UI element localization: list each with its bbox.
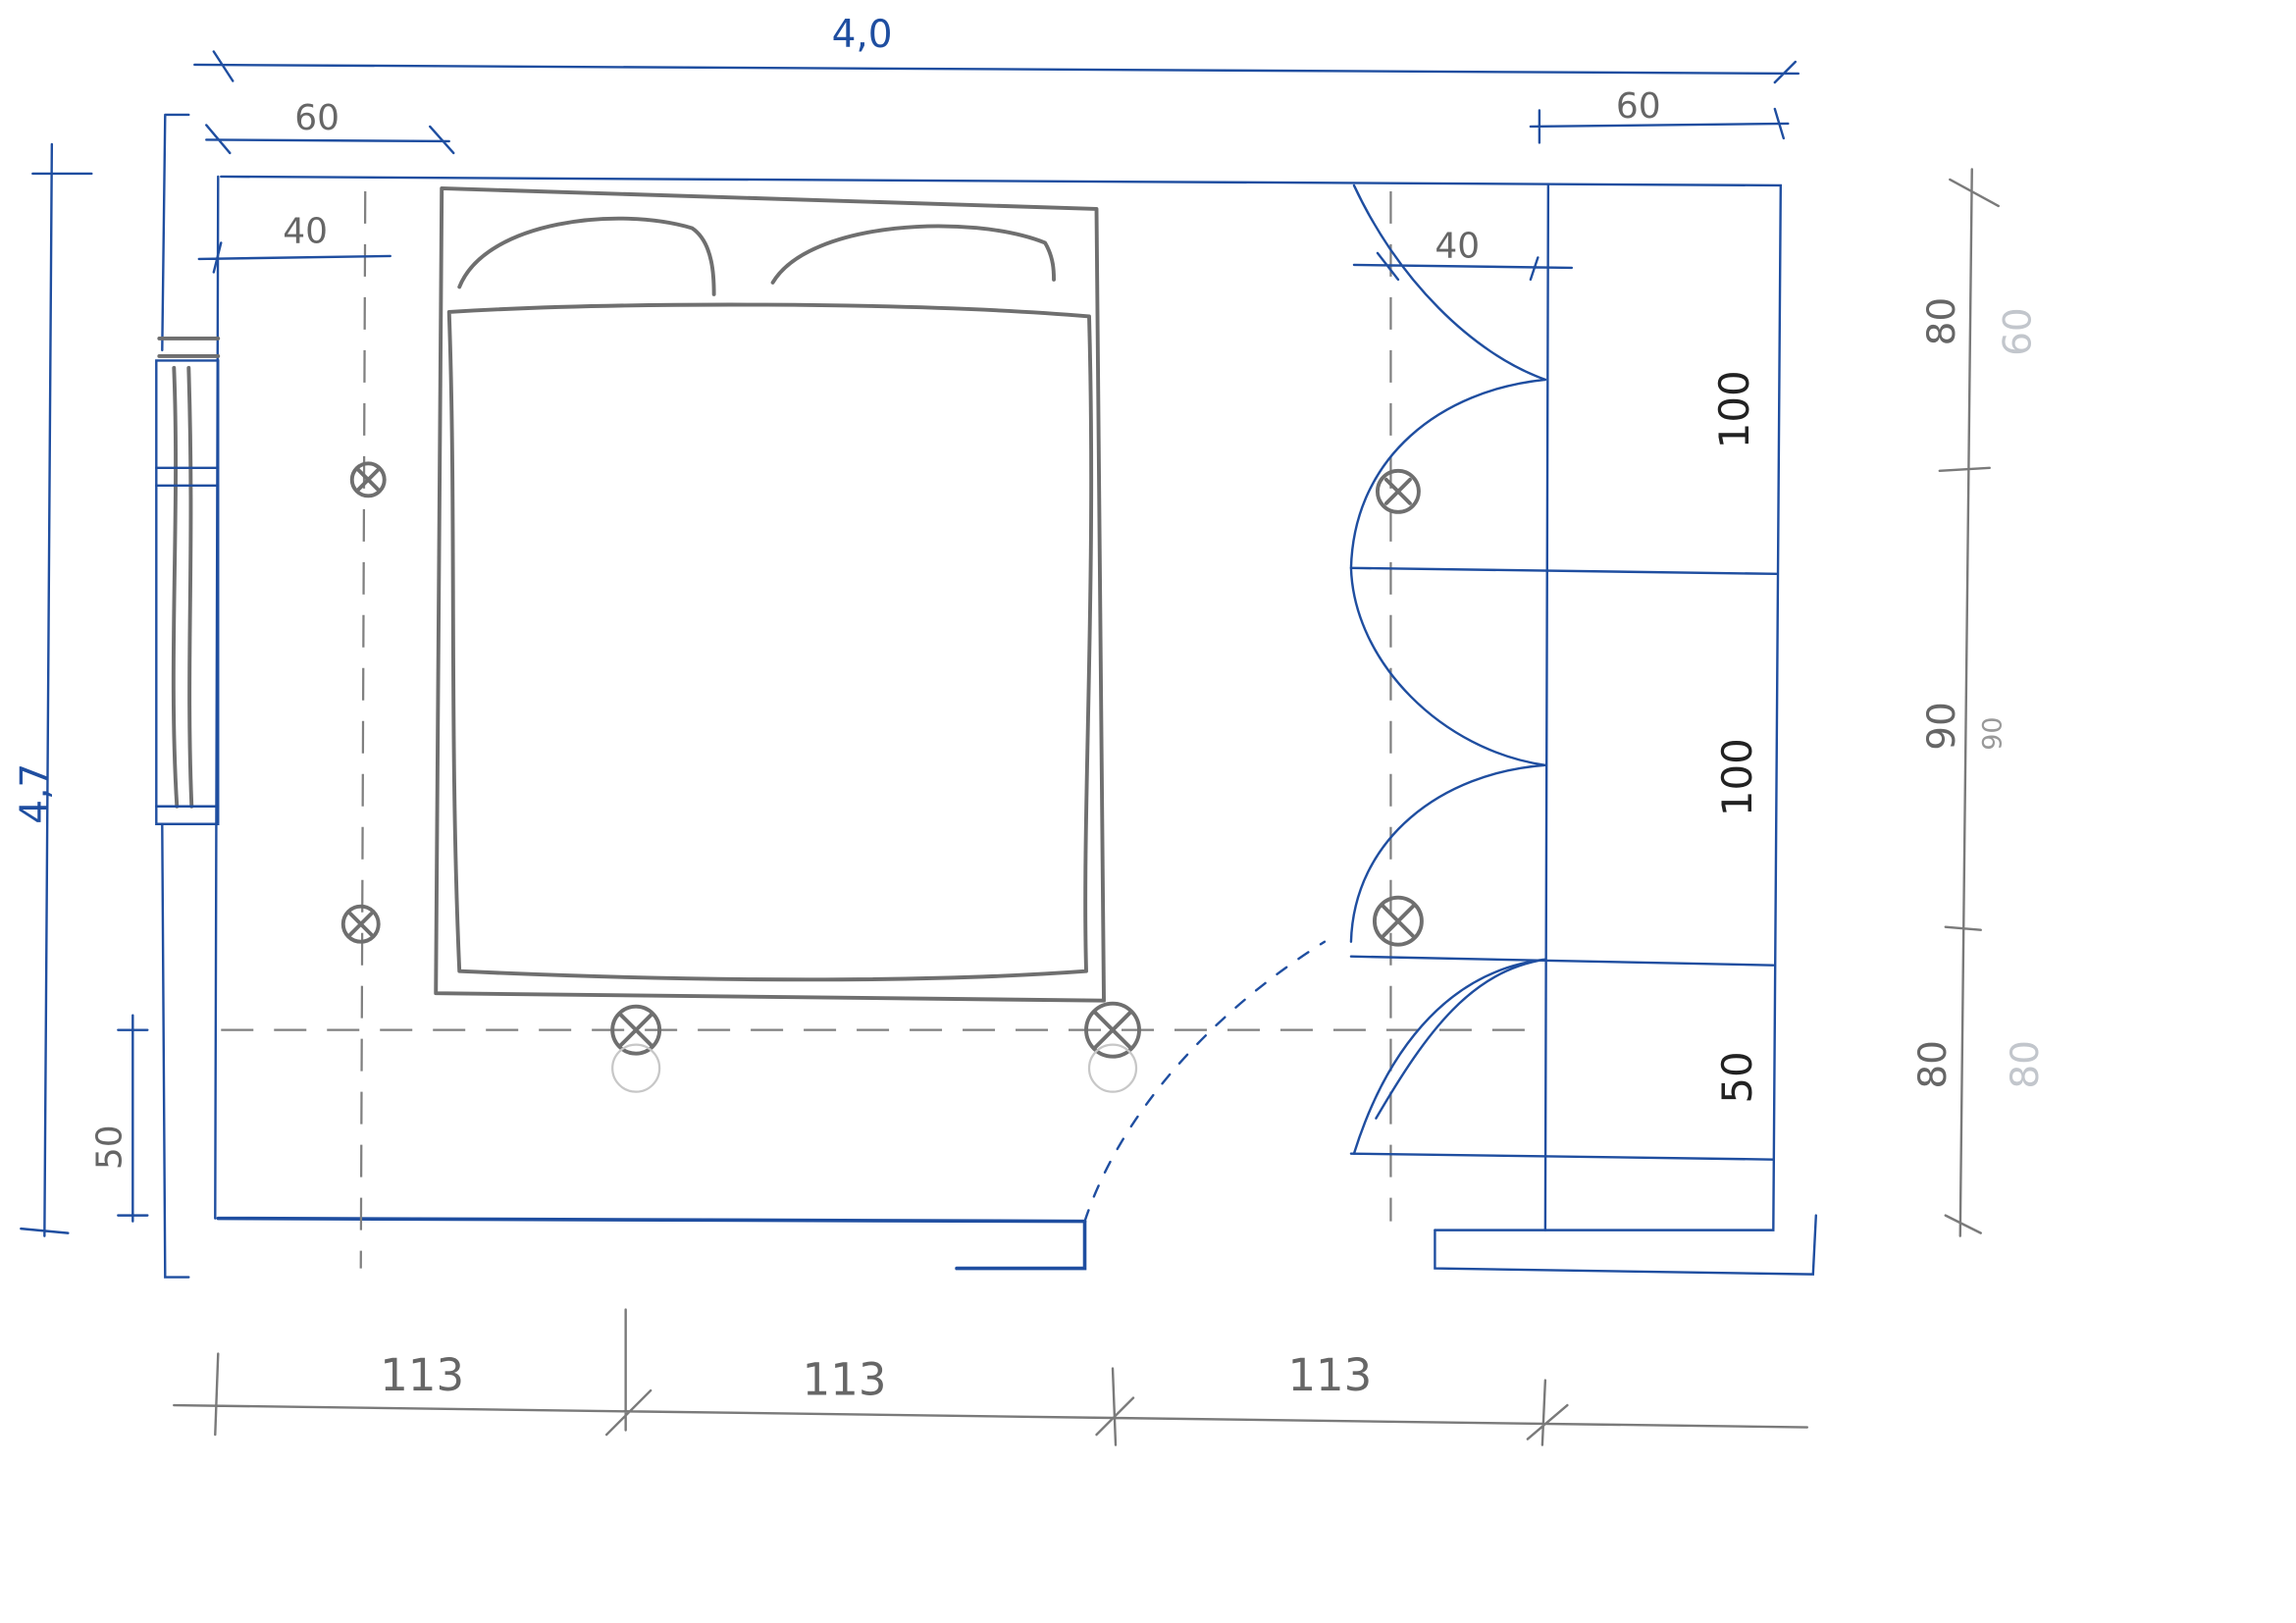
total-width-label: 4,0 [832, 13, 893, 57]
light-fixture-icon [1084, 1001, 1141, 1059]
right-segment-faint-label: 90 [1978, 716, 2009, 750]
center-lines [221, 190, 1545, 1269]
light-fixture-icon [340, 904, 381, 944]
bottom-segment-label: 113 [803, 1354, 887, 1406]
right-segment-faint-label: 80 [2004, 1040, 2048, 1089]
window [155, 113, 221, 1279]
wardrobe [1349, 183, 1778, 1231]
left-bottom-label: 50 [89, 1125, 130, 1170]
wardrobe-width-label: 100 [1713, 738, 1761, 816]
bottom-segment-label: 113 [380, 1349, 464, 1401]
left-inner-label: 40 [283, 211, 328, 251]
door [955, 940, 1817, 1276]
dimension-lines [20, 50, 2000, 1446]
right-inner-label: 40 [1435, 226, 1480, 266]
light-fixture-icon [1372, 895, 1424, 947]
room-outline [214, 175, 1783, 1231]
wardrobe-width-label: 100 [1710, 370, 1758, 448]
light-fixtures [340, 461, 1424, 1093]
bottom-segment-label: 113 [1287, 1349, 1372, 1401]
light-fixture-icon [610, 1004, 662, 1056]
top-left-offset-label: 60 [294, 98, 339, 138]
right-segment-label: 80 [1920, 297, 1964, 346]
right-segment-faint-label: 60 [1997, 307, 2041, 356]
light-fixture-icon [1375, 468, 1421, 514]
light-fixture-icon [349, 461, 387, 498]
right-segment-label: 80 [1911, 1040, 1956, 1089]
total-depth-label: 4,7 [13, 763, 57, 824]
wardrobe-width-label: 50 [1713, 1051, 1761, 1103]
right-segment-label: 90 [1920, 702, 1964, 751]
top-right-offset-label: 60 [1616, 86, 1661, 127]
bed [434, 185, 1106, 1003]
